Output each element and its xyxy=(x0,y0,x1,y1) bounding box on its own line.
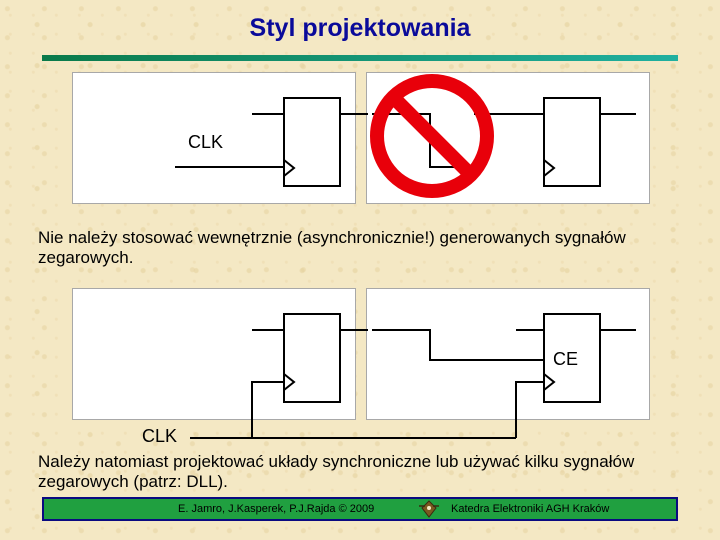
bottom-left-flipflop xyxy=(283,313,341,403)
bottom-right-clk-wire xyxy=(515,381,544,438)
bottom-left-panel xyxy=(72,288,356,420)
footer-department: Katedra Elektroniki AGH Kraków xyxy=(451,503,610,515)
bottom-left-clk-triangle xyxy=(283,373,296,391)
bottom-right-data-in-wire xyxy=(372,329,544,361)
top-right-clk-triangle xyxy=(543,159,556,177)
footer-bar: E. Jamro, J.Kasperek, P.J.Rajda © 2009 K… xyxy=(42,497,678,521)
top-right-flipflop xyxy=(543,97,601,187)
top-left-flipflop xyxy=(283,97,341,187)
warning-text: Nie należy stosować wewnętrznie (asynchr… xyxy=(38,228,626,267)
ce-label: CE xyxy=(553,349,579,370)
prohibition-sign-icon xyxy=(370,74,494,198)
top-left-panel xyxy=(72,72,356,204)
bottom-right-clk-triangle xyxy=(543,373,556,391)
bottom-right-flipflop xyxy=(543,313,601,403)
top-clk-label: CLK xyxy=(188,132,224,152)
recommendation-text: Należy natomiast projektować układy sync… xyxy=(38,452,635,491)
page-title: Styl projektowania xyxy=(249,14,471,42)
bottom-right-panel xyxy=(366,288,650,420)
agh-logo-icon xyxy=(416,500,442,521)
top-left-clk-triangle xyxy=(283,159,296,177)
bottom-clk-label: CLK xyxy=(142,426,178,446)
bottom-left-clk-wire xyxy=(251,381,284,438)
footer-authors: E. Jamro, J.Kasperek, P.J.Rajda © 2009 xyxy=(178,503,375,515)
title-divider xyxy=(42,55,678,61)
